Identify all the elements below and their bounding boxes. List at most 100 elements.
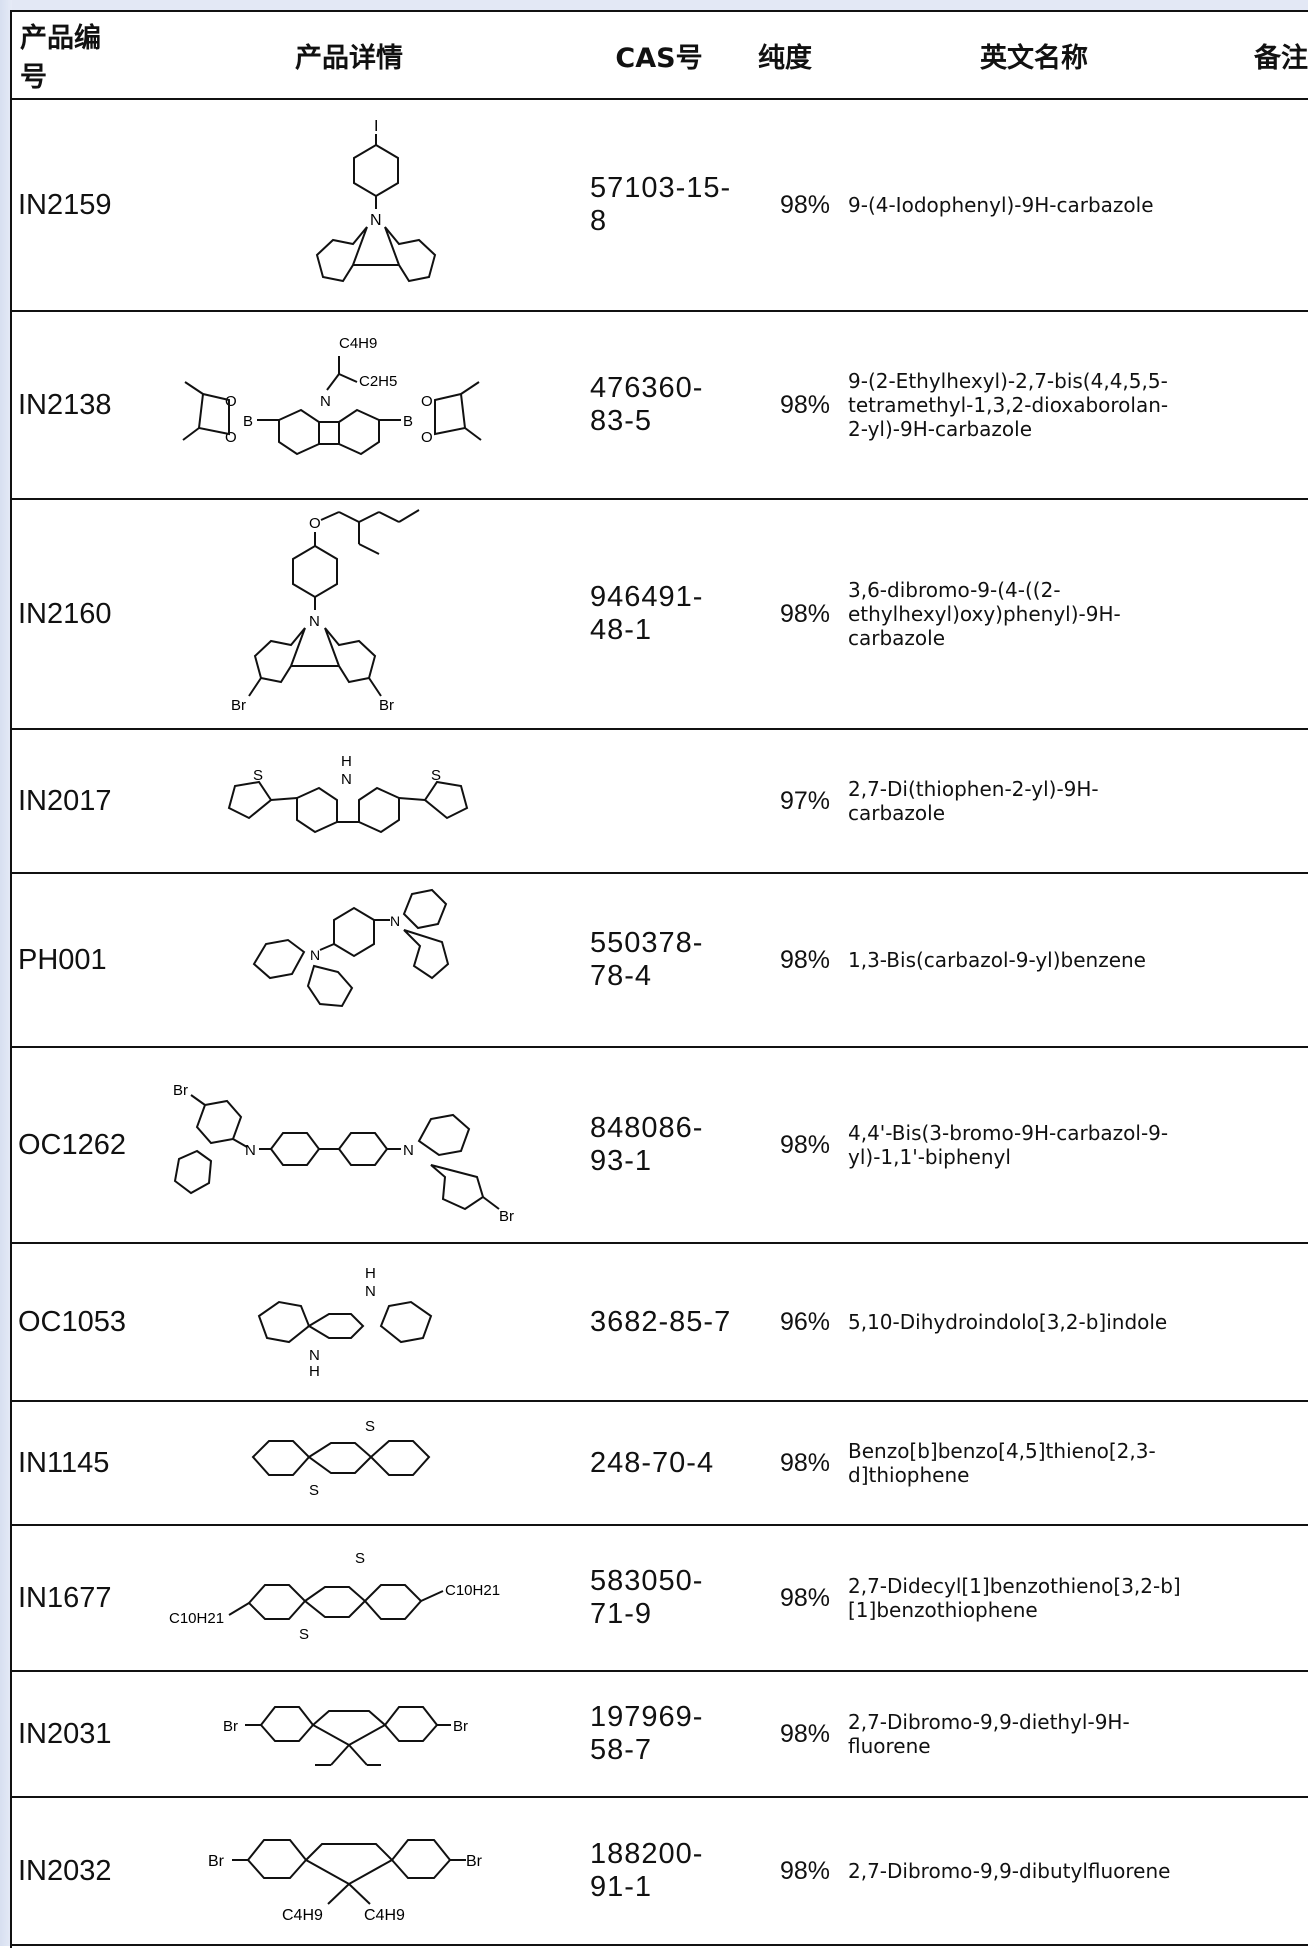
- atom-label: O: [421, 393, 433, 410]
- substituent-label: C10H21: [169, 1610, 224, 1627]
- substituent-label: C4H9: [282, 1907, 323, 1924]
- purity: 98%: [736, 1047, 834, 1244]
- atom-label: Br: [379, 697, 394, 714]
- table-row: OC1262 Br N N: [12, 1047, 1308, 1244]
- cas-number: 3682-85-7: [582, 1243, 736, 1402]
- product-code: IN2017: [12, 729, 116, 874]
- english-name: 2,7-Di(thiophen-2-yl)-9H-carbazole: [834, 729, 1234, 874]
- structure-cell: O N Br: [116, 499, 582, 730]
- table-row: PH001 N N 550378-78-4 98% 1,3-Bis(carbaz…: [12, 873, 1308, 1048]
- atom-label: N: [309, 613, 320, 630]
- structure-image: H N N H: [257, 1265, 433, 1380]
- atom-label: B: [243, 413, 253, 430]
- cas-number: [582, 729, 736, 874]
- substituent-label: C10H21: [445, 1582, 500, 1599]
- atom-label: H: [309, 1363, 320, 1380]
- note-cell: [1234, 873, 1308, 1048]
- atom-label: H: [365, 1265, 376, 1282]
- structure-cell: Br Br C4H9 C4H9: [116, 1797, 582, 1946]
- substituent-label: C4H9: [364, 1907, 405, 1924]
- structure-cell: H N S S: [116, 729, 582, 874]
- english-name: Benzo[b]benzo[4,5]thieno[2,3-d]thiophene: [834, 1401, 1234, 1526]
- substituent-label: C4H9: [339, 335, 377, 352]
- atom-label: N: [390, 913, 400, 929]
- header-note: 备注: [1234, 12, 1308, 100]
- structure-cell: N N: [116, 873, 582, 1048]
- table-row: IN2160 O N: [12, 499, 1308, 730]
- structure-image: Br Br C4H9 C4H9: [208, 1839, 483, 1924]
- product-code: OC1053: [12, 1243, 126, 1402]
- atom-label: S: [309, 1482, 319, 1499]
- english-name: 9-(2-Ethylhexyl)-2,7-bis(4,4,5,5-tetrame…: [834, 311, 1234, 500]
- cas-number: 57103-15-8: [582, 99, 736, 312]
- atom-label: N: [341, 771, 352, 788]
- atom-label: N: [320, 393, 331, 410]
- note-cell: [1234, 311, 1308, 500]
- structure-image: I N: [315, 118, 437, 283]
- cas-number: 188200-91-1: [582, 1797, 736, 1946]
- atom-label: Br: [173, 1082, 188, 1099]
- atom-label: S: [299, 1626, 309, 1643]
- header-product-code: 产品编号: [12, 12, 116, 100]
- atom-label: S: [253, 767, 263, 784]
- table-row: IN2031 Br Br 197969-58-7 98% 2,: [12, 1671, 1308, 1798]
- product-code: PH001: [12, 873, 116, 1048]
- product-code: IN2032: [12, 1797, 116, 1946]
- note-cell: [1234, 1525, 1308, 1672]
- cas-number: 848086-93-1: [582, 1047, 736, 1244]
- table-row: OC1053 H N N H 3682-85-7 96% 5,10-Dihydr…: [12, 1243, 1308, 1402]
- atom-label: S: [431, 767, 441, 784]
- english-name: 3,6-dibromo-9-(4-((2-ethylhexyl)oxy)phen…: [834, 499, 1234, 730]
- note-cell: [1234, 499, 1308, 730]
- atom-label: N: [245, 1142, 256, 1159]
- atom-label: O: [225, 393, 237, 410]
- atom-label: Br: [453, 1718, 468, 1735]
- structure-image: C4H9 C2H5 N B O O: [182, 335, 482, 456]
- english-name: 2,7-Didecyl[1]benzothieno[3,2-b][1]benzo…: [834, 1525, 1234, 1672]
- table-row: IN2138 C4H9 C2H5 N B O O: [12, 311, 1308, 500]
- cas-number: 550378-78-4: [582, 873, 736, 1048]
- structure-cell: Br Br: [116, 1671, 582, 1798]
- note-cell: [1234, 1047, 1308, 1244]
- english-name: 9-(4-Iodophenyl)-9H-carbazole: [834, 99, 1234, 312]
- english-name: 2,7-Dibromo-9,9-diethyl-9H-fluorene: [834, 1671, 1234, 1798]
- header-english-name: 英文名称: [834, 12, 1234, 100]
- note-cell: [1234, 1401, 1308, 1526]
- purity: 98%: [736, 873, 834, 1048]
- header-product-detail: 产品详情: [116, 12, 582, 100]
- structure-image: N N: [252, 888, 450, 1008]
- atom-label: S: [355, 1550, 365, 1567]
- structure-cell: Br N N Br: [116, 1047, 582, 1244]
- atom-label: O: [421, 429, 433, 446]
- purity: 98%: [736, 1401, 834, 1526]
- atom-label: O: [309, 515, 321, 532]
- structure-image: H N S S: [227, 753, 469, 834]
- note-cell: [1234, 99, 1308, 312]
- atom-label: I: [374, 118, 378, 135]
- structure-image: Br Br: [223, 1706, 468, 1766]
- product-code: IN1145: [12, 1401, 116, 1526]
- purity: 98%: [736, 311, 834, 500]
- atom-label: Br: [223, 1718, 238, 1735]
- structure-cell: S S: [116, 1401, 582, 1526]
- english-name: 4,4'-Bis(3-bromo-9H-carbazol-9-yl)-1,1'-…: [834, 1047, 1234, 1244]
- english-name: 5,10-Dihydroindolo[3,2-b]indole: [834, 1243, 1234, 1402]
- structure-image: S C10H21 C10H21 S: [169, 1550, 500, 1643]
- structure-image: O N Br: [231, 509, 420, 714]
- structure-image: Br N N Br: [173, 1082, 514, 1225]
- cas-number: 197969-58-7: [582, 1671, 736, 1798]
- table-row: IN2017 H N S S 97% 2,7-Di(thioph: [12, 729, 1308, 874]
- structure-cell: H N N H: [116, 1243, 582, 1402]
- substituent-label: C2H5: [359, 373, 397, 390]
- purity: 98%: [736, 499, 834, 730]
- atom-label: N: [403, 1142, 414, 1159]
- window-frame-top: [0, 0, 1308, 10]
- structure-cell: S C10H21 C10H21 S: [116, 1525, 582, 1672]
- atom-label: N: [370, 212, 382, 229]
- table-row: IN2032 Br Br C4H9 C4H9 188200-91-1 98%: [12, 1797, 1308, 1946]
- table-row: IN2159 I N 57103-15-8 98% 9-(4-Iodopheny…: [12, 99, 1308, 312]
- table-row: IN1145 S S 248-70-4 98% Benzo[b]benzo[4,…: [12, 1401, 1308, 1526]
- table-header-row: 产品编号 产品详情 CAS号 纯度 英文名称 备注: [12, 12, 1308, 100]
- purity: 98%: [736, 1797, 834, 1946]
- structure-cell: C4H9 C2H5 N B O O: [116, 311, 582, 500]
